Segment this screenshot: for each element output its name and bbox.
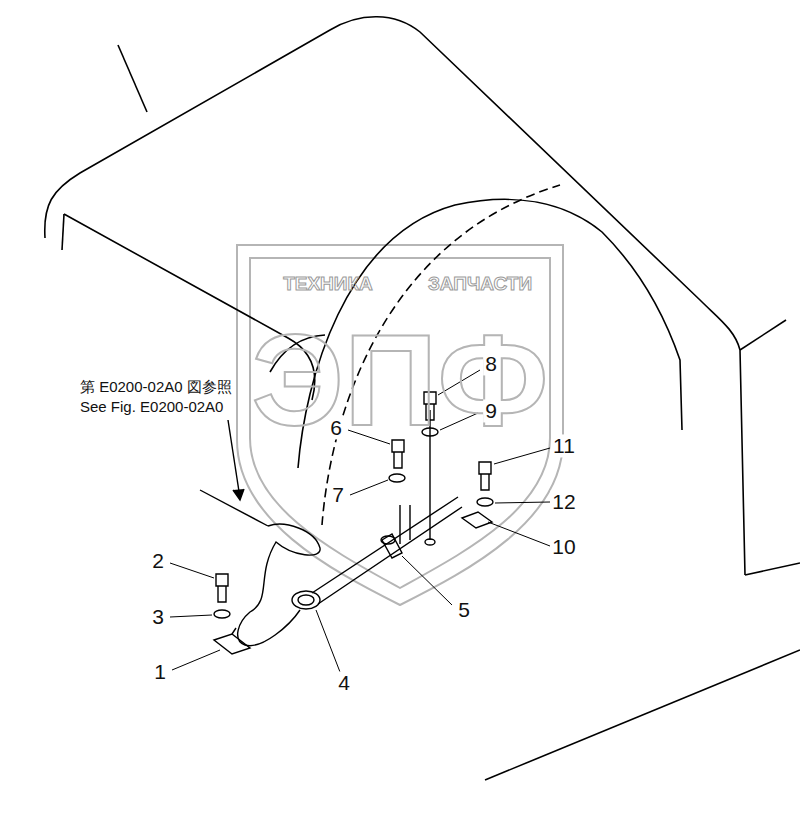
watermark-text: ТЕХНИКА: [283, 274, 373, 295]
reference-note: 第 E0200-02A0 図参照: [78, 379, 234, 396]
callout-number: 2: [150, 549, 166, 572]
callout-number: 10: [550, 535, 577, 558]
callout-number: 4: [336, 671, 352, 694]
cab-outline: [45, 17, 800, 780]
callout-number: 11: [551, 434, 577, 457]
callout-number: 1: [152, 660, 168, 683]
reference-note: See Fig. E0200-02A0: [78, 399, 225, 416]
callout-number: 8: [483, 352, 499, 375]
watermark-text: ЗАПЧАСТИ: [428, 274, 532, 295]
callout-number: 5: [456, 598, 472, 621]
watermark-logo: ЭПФ: [252, 309, 549, 452]
callout-number: 7: [330, 483, 346, 506]
callout-number: 3: [150, 605, 166, 628]
callout-number: 6: [328, 416, 344, 439]
callout-number: 12: [550, 490, 577, 513]
callout-number: 9: [483, 399, 499, 422]
